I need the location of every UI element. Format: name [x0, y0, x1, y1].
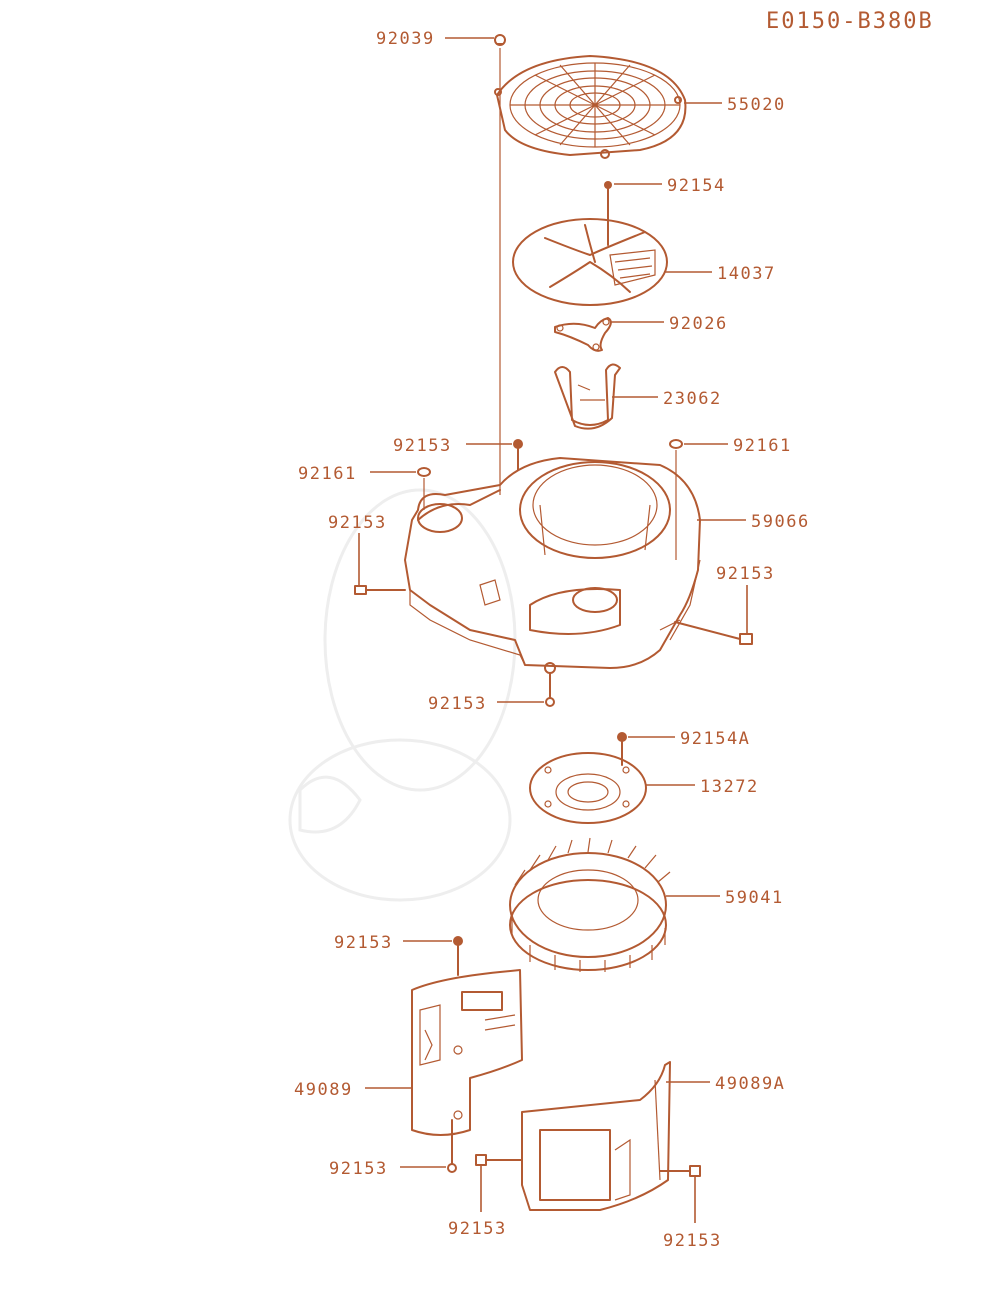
part-92026-spacer: [554, 317, 612, 352]
part-label-92154A: 92154A: [680, 729, 750, 749]
bolt-92153-top: [513, 439, 523, 471]
bolt-92153-low-right: [659, 1165, 701, 1223]
diagram-code: E0150-B380B: [766, 9, 934, 34]
part-label-14037: 14037: [717, 264, 776, 284]
bolt-92153-left: [354, 533, 406, 595]
part-23062-bracket: [554, 363, 621, 430]
part-label-59066: 59066: [751, 512, 810, 532]
bolt-92153-right: [674, 585, 753, 645]
part-label-92153-bottom: 92153: [428, 694, 487, 714]
part-49089A-cover: [521, 1061, 671, 1211]
bolt-92154: [604, 181, 612, 246]
part-label-92026: 92026: [669, 314, 728, 334]
cap-92161-left: [417, 467, 431, 510]
bolt-92153-low-center: [475, 1154, 523, 1212]
bolt-92039: [494, 34, 506, 46]
part-label-92153-right: 92153: [716, 564, 775, 584]
cap-92161-right: [669, 439, 683, 560]
bolt-92153-cover-top: [453, 936, 463, 976]
part-59066-shroud: [404, 457, 701, 674]
part-label-55020: 55020: [727, 95, 786, 115]
part-label-92153-top: 92153: [393, 436, 452, 456]
part-label-92153-cover-bottom: 92153: [329, 1159, 388, 1179]
part-label-92161-right: 92161: [733, 436, 792, 456]
part-label-92154: 92154: [667, 176, 726, 196]
part-label-13272: 13272: [700, 777, 759, 797]
part-14037-plate: [512, 218, 668, 306]
part-label-49089A: 49089A: [715, 1074, 785, 1094]
part-55020-screen: [494, 55, 687, 159]
part-label-92153-left: 92153: [328, 513, 387, 533]
part-label-92161-left: 92161: [298, 464, 357, 484]
part-13272-plate: [529, 752, 647, 824]
bolt-92153-bottom: [545, 673, 555, 707]
part-label-92153-low-right: 92153: [663, 1231, 722, 1251]
part-label-92153-cover-top: 92153: [334, 933, 393, 953]
part-label-92153-low-center: 92153: [448, 1219, 507, 1239]
part-label-23062: 23062: [663, 389, 722, 409]
bolt-92154A: [617, 732, 627, 766]
part-label-49089: 49089: [294, 1080, 353, 1100]
part-label-59041: 59041: [725, 888, 784, 908]
part-49089-cover: [411, 969, 523, 1136]
part-59041-fan: [509, 837, 671, 972]
part-label-92039: 92039: [376, 29, 435, 49]
bolt-92153-cover-bottom: [447, 1119, 457, 1173]
